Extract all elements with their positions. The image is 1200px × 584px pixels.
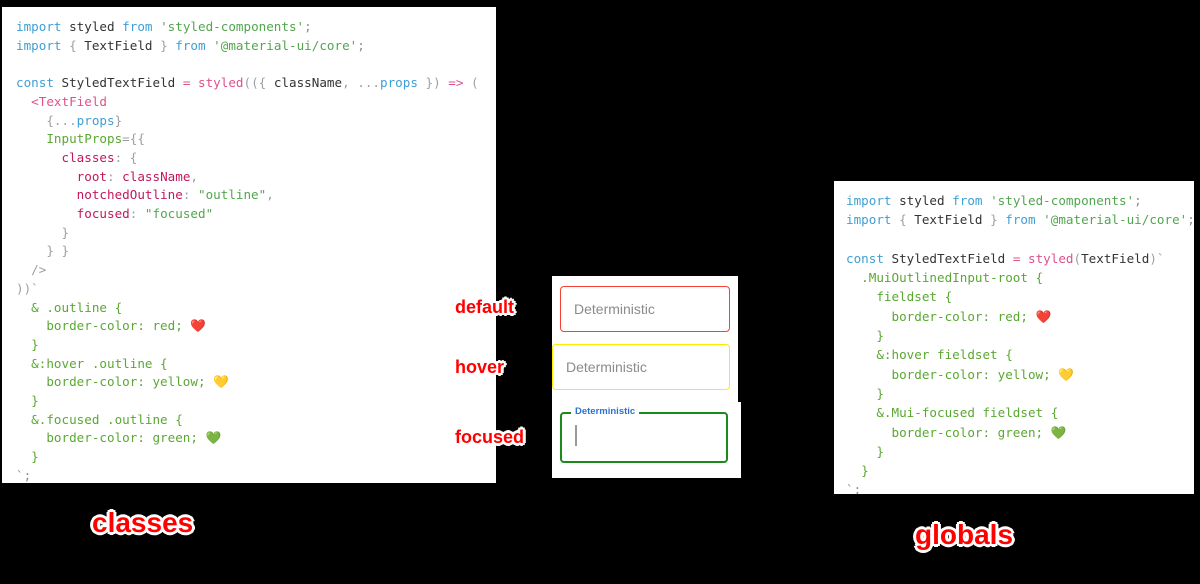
textfield-focused[interactable]: Deterministic: [560, 407, 728, 463]
caption-globals: globals: [915, 519, 1014, 550]
textfield-default[interactable]: Deterministic: [560, 286, 730, 332]
code-panel-globals: import styled from 'styled-components'; …: [834, 181, 1194, 494]
caption-classes: classes: [92, 507, 194, 538]
annotation-default: default: [455, 297, 515, 317]
textfield-default-label: Deterministic: [574, 301, 655, 317]
code-panel-classes: import styled from 'styled-components'; …: [2, 7, 496, 483]
annotation-focused: focused: [455, 427, 525, 447]
textfield-hover[interactable]: Deterministic: [552, 344, 730, 390]
code-block-classes: import styled from 'styled-components'; …: [16, 19, 479, 483]
annotation-hover: hover: [455, 357, 505, 377]
text-caret: [575, 425, 577, 446]
textfield-focused-notch-label: Deterministic: [571, 407, 640, 417]
code-block-globals: import styled from 'styled-components'; …: [846, 193, 1194, 494]
textfield-hover-label: Deterministic: [566, 359, 647, 375]
